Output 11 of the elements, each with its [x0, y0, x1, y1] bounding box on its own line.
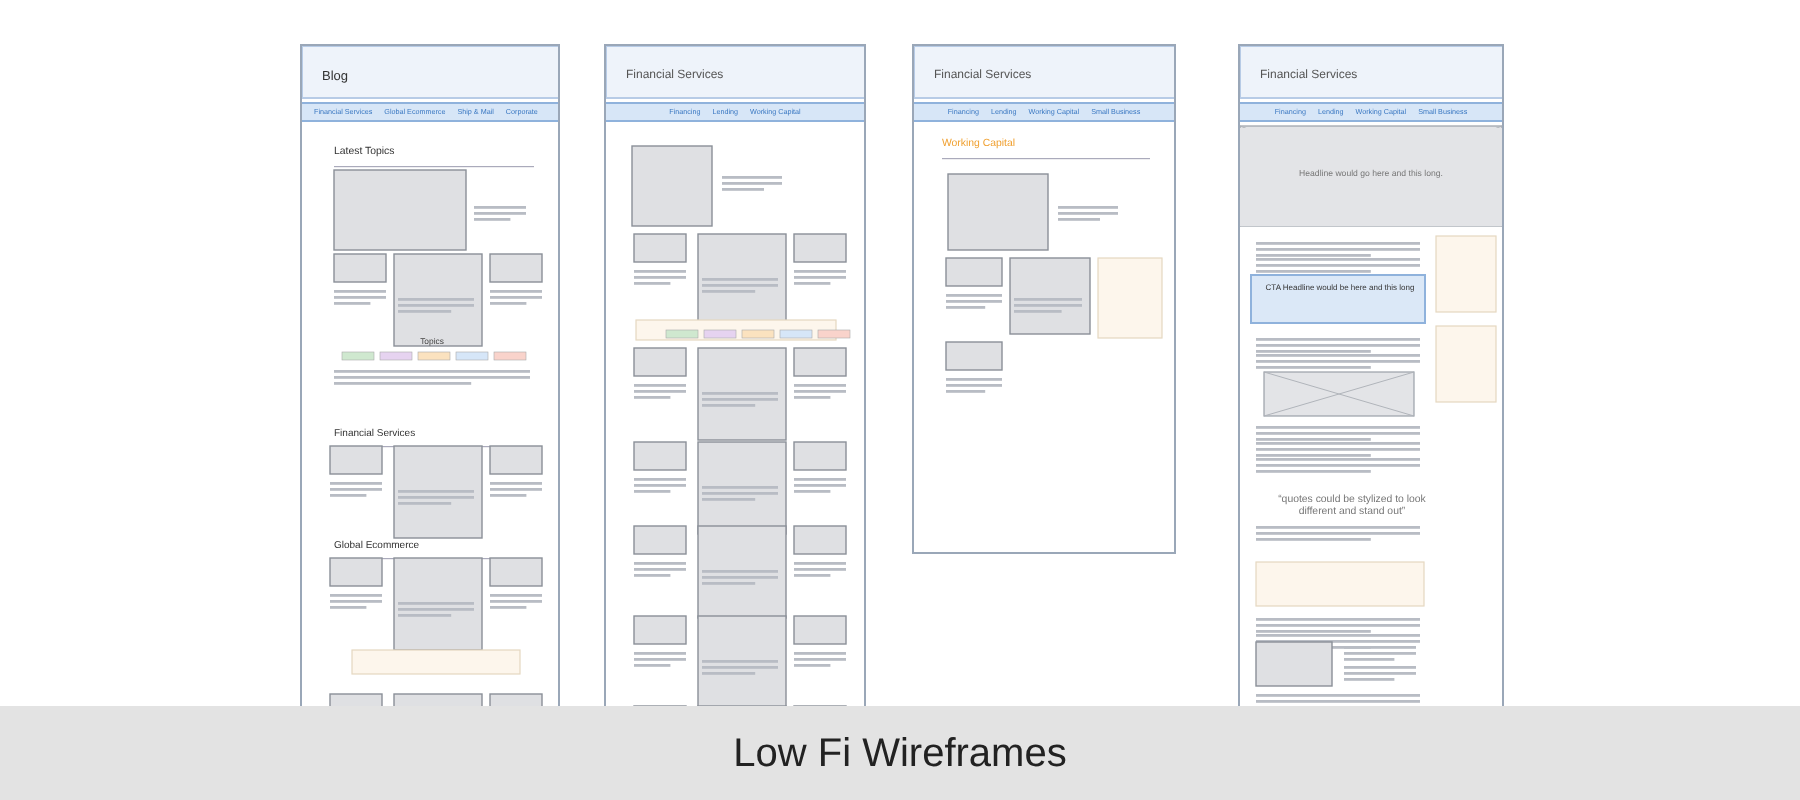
wireframe-page: [604, 44, 866, 706]
nav-bar: [914, 102, 1174, 122]
wireframe-page: [300, 44, 560, 706]
nav-bar: [302, 102, 558, 122]
wireframe-page: [912, 44, 1176, 554]
nav-bar: [1240, 102, 1502, 122]
hero-image-banner: [1240, 128, 1502, 226]
cta-banner: [1250, 274, 1426, 324]
wireframe-page: [1238, 44, 1504, 706]
caption-text: Low Fi Wireframes: [731, 732, 1069, 778]
nav-bar: [606, 102, 864, 122]
